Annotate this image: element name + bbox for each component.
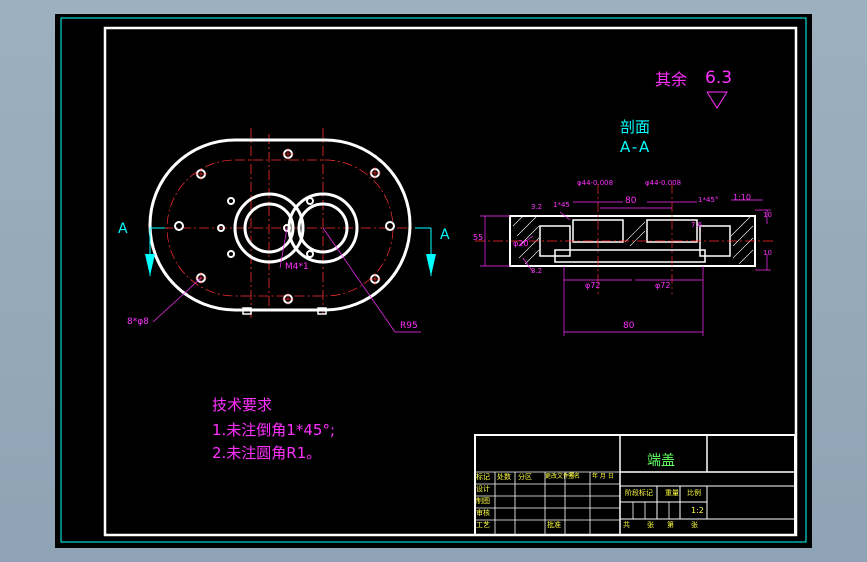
dim-r32b: 3.2 <box>531 267 543 275</box>
dim-d44b: φ44-0.008 <box>645 179 682 187</box>
tb-sheets-1: 张 <box>647 521 654 529</box>
dim-80-bottom: 80 <box>623 321 635 331</box>
dim-d20: φ20 <box>513 239 529 248</box>
tb-r-approve: 批准 <box>547 521 561 529</box>
tb-stage: 阶段标记 <box>625 489 653 497</box>
tb-total: 共 <box>623 521 630 529</box>
cut-mark-left: A <box>118 221 128 237</box>
section-name: A-A <box>620 138 652 156</box>
thread-label: M4*1 <box>285 262 309 272</box>
tb-h-date: 年 月 日 <box>592 473 614 480</box>
dim-7: 7.6 <box>691 221 703 229</box>
tb-h-count: 处数 <box>497 473 511 481</box>
tb-r-design: 设计 <box>476 485 490 493</box>
holes-label: 8*φ8 <box>127 317 149 327</box>
roughness-value: 6.3 <box>705 68 733 88</box>
tb-scale: 1:2 <box>691 506 704 515</box>
dim-d72b: φ72 <box>655 281 671 290</box>
dim-80-top: 80 <box>625 196 637 206</box>
tb-r-craft: 工艺 <box>476 521 490 529</box>
part-name: 端盖 <box>647 453 675 469</box>
tech-line-2: 2.未注圆角R1。 <box>212 444 322 462</box>
tb-h-sign: 签名 <box>568 473 581 480</box>
tb-h-doc: 更改文件号 <box>545 473 576 480</box>
tb-sheets-2: 张 <box>691 521 698 529</box>
dim-d44a: φ44-0.008 <box>577 179 614 187</box>
front-view <box>145 128 436 333</box>
tech-line-1: 1.未注倒角1*45°; <box>212 421 335 439</box>
dim-chamfer-a: 1*45 <box>553 201 570 209</box>
drawing-sheet: 其余 6.3 剖面 A-A A A 8*φ8 M4*1 R95 φ44-0.00… <box>55 14 812 548</box>
outer-border <box>60 17 807 543</box>
dim-55: 55 <box>473 233 484 242</box>
roughness-symbol <box>706 91 728 109</box>
dim-10a: 10 <box>763 211 772 219</box>
tech-title: 技术要求 <box>212 396 273 414</box>
tb-r-draw: 制图 <box>476 497 490 505</box>
tb-h-mark: 标记 <box>476 473 490 481</box>
section-title: 剖面 <box>620 118 651 136</box>
inner-frame <box>103 26 798 537</box>
section-view <box>475 184 775 336</box>
dim-d72a: φ72 <box>585 281 601 290</box>
tb-nth: 第 <box>667 521 674 529</box>
tb-h-zone: 分区 <box>518 473 532 481</box>
dim-r32: 3.2 <box>531 203 543 211</box>
tb-weight: 重量 <box>665 489 679 497</box>
dim-10b: 10 <box>763 249 772 257</box>
roughness-label: 其余 <box>655 70 688 89</box>
dim-taper: 1:10 <box>733 193 751 202</box>
tb-r-review: 审核 <box>476 509 490 517</box>
cut-mark-right: A <box>440 227 450 243</box>
radius-label: R95 <box>400 321 418 331</box>
cad-drawing <box>60 17 807 543</box>
tb-scale-label: 比例 <box>687 489 701 497</box>
dim-chamfer-b: 1*45° <box>698 196 719 204</box>
title-block <box>474 434 796 536</box>
